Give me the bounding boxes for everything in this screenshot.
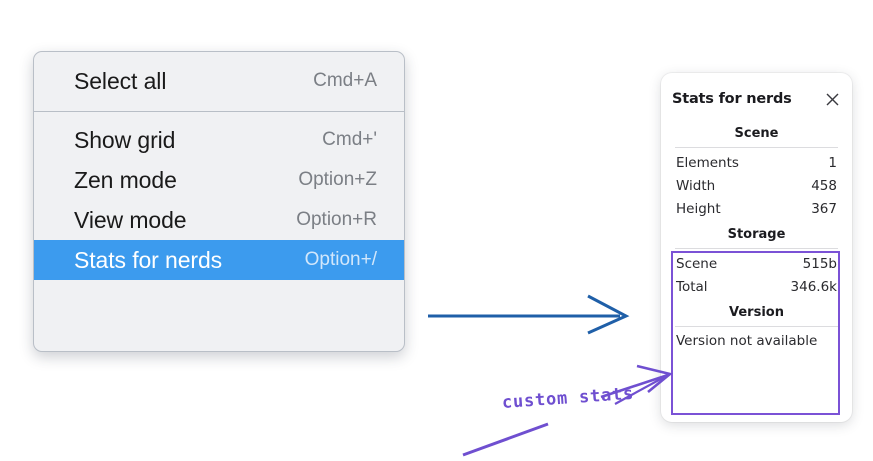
section-heading: Storage [727,227,786,242]
menu-item-label: Select all [74,67,167,94]
menu-item-shortcut: Option+Z [298,169,377,190]
context-menu[interactable]: Select all Cmd+A Show grid Cmd+' Zen mod… [33,51,405,352]
stat-label: Scene [676,255,718,272]
stat-value: 458 [811,177,837,194]
stat-value: 515b [802,255,837,272]
stat-value: 346.6k [790,278,837,295]
section-divider [675,147,838,148]
menu-group-selection: Select all Cmd+A [34,52,404,111]
section-divider [675,248,838,249]
menu-item-shortcut: Option+R [296,209,377,230]
menu-item-shortcut: Option+/ [304,249,377,270]
stat-value: 1 [828,154,837,171]
version-note: Version not available [676,333,818,349]
menu-item-stats-for-nerds[interactable]: Stats for nerds Option+/ [34,240,404,280]
section-divider [675,326,838,327]
menu-group-view: Show grid Cmd+' Zen mode Option+Z View m… [34,112,404,288]
menu-item-label: Zen mode [74,166,177,193]
stat-row-scene-size: Scene 515b [672,252,841,275]
custom-stats-callout-label: custom stats [501,383,635,413]
stat-label: Height [676,200,721,217]
blue-arrow [428,294,630,335]
stat-row-elements: Elements 1 [672,151,841,174]
menu-item-shortcut: Cmd+' [322,129,377,150]
menu-item-label: Show grid [74,126,176,153]
menu-item-select-all[interactable]: Select all Cmd+A [34,61,404,101]
menu-item-label: Stats for nerds [74,246,223,273]
stats-section-scene: Scene Elements 1 Width 458 Height 367 [672,119,841,220]
menu-item-shortcut: Cmd+A [313,70,377,91]
section-heading: Scene [734,126,779,141]
stat-label: Total [676,278,708,295]
menu-item-show-grid[interactable]: Show grid Cmd+' [34,120,404,160]
menu-separator [34,111,404,112]
stats-section-version: Version Version not available [672,298,841,349]
section-heading: Version [729,305,784,320]
panel-title: Stats for nerds [672,91,792,107]
stat-row-width: Width 458 [672,174,841,197]
close-icon[interactable] [823,90,841,108]
stat-row-height: Height 367 [672,197,841,220]
menu-item-label: View mode [74,206,187,233]
stat-label: Width [676,177,716,194]
menu-item-zen-mode[interactable]: Zen mode Option+Z [34,160,404,200]
stats-panel-header: Stats for nerds [672,73,841,119]
stat-row-total-size: Total 346.6k [672,275,841,298]
stat-label: Elements [676,154,739,171]
menu-item-view-mode[interactable]: View mode Option+R [34,200,404,240]
stat-value: 367 [811,200,837,217]
purple-underline-stroke [462,422,549,457]
stats-section-storage: Storage Scene 515b Total 346.6k [672,220,841,298]
stats-for-nerds-panel: Stats for nerds Scene Elements 1 Width 4… [661,73,852,422]
